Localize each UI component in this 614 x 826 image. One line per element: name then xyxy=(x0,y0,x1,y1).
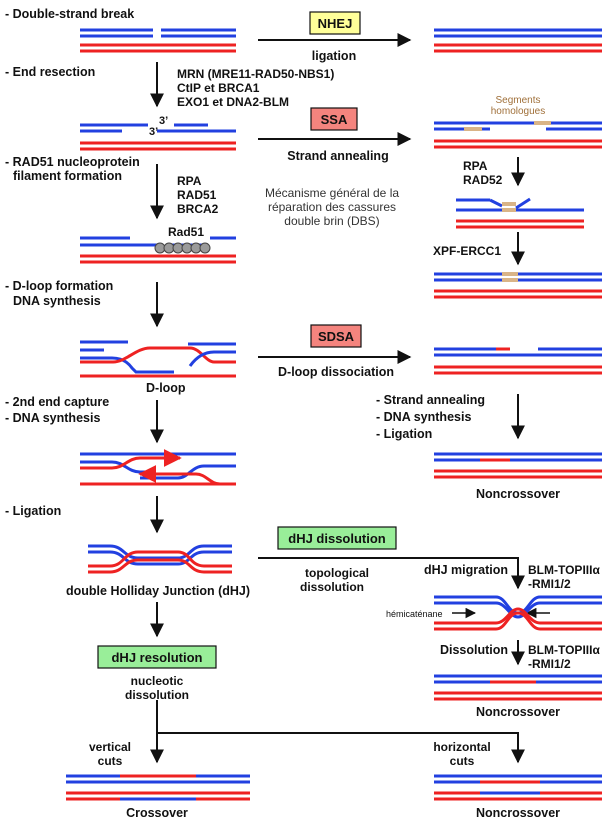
factor-blm2-b: -RMI1/2 xyxy=(528,657,571,671)
factor-blm1-b: -RMI1/2 xyxy=(528,577,571,591)
arrow-label-dloop-dissociation: D-loop dissociation xyxy=(278,365,394,379)
svg-text:SSA: SSA xyxy=(321,112,348,127)
dna-noncrossover-horizontal xyxy=(434,774,602,801)
label-noncrossover-horizontal: Noncrossover xyxy=(476,806,560,820)
step-rad51-line2: filament formation xyxy=(13,169,122,183)
label-noncrossover-dissolution: Noncrossover xyxy=(476,705,560,719)
step-dsb: - Double-strand break xyxy=(5,7,134,21)
step-resection: - End resection xyxy=(5,65,95,79)
svg-text:dHJ resolution: dHJ resolution xyxy=(111,650,202,665)
box-dhj-resolution: dHJ resolution xyxy=(97,645,217,669)
factor-rad52: RAD52 xyxy=(463,173,503,187)
label-crossover: Crossover xyxy=(126,806,188,820)
label-hemicatenane: hémicaténane xyxy=(386,609,443,619)
factor-exo: EXO1 et DNA2-BLM xyxy=(177,95,289,109)
label-topological-dissolution: dissolution xyxy=(300,580,364,594)
factor-ctip: CtIP et BRCA1 xyxy=(177,81,260,95)
label-segments: Segments xyxy=(495,95,540,106)
label-noncrossover-sdsa: Noncrossover xyxy=(476,487,560,501)
svg-text:NHEJ: NHEJ xyxy=(318,16,353,31)
dna-sdsa-dissociated xyxy=(434,347,602,375)
label-vertical-cuts: cuts xyxy=(98,754,123,768)
box-nhej: NHEJ xyxy=(309,11,361,35)
label-horizontal: horizontal xyxy=(433,740,490,754)
sdsa-step-3: - Ligation xyxy=(376,427,432,441)
dna-dhj xyxy=(88,544,232,574)
factor-mrn: MRN (MRE11-RAD50-NBS1) xyxy=(177,67,334,81)
svg-text:dHJ dissolution: dHJ dissolution xyxy=(288,531,386,546)
box-ssa: SSA xyxy=(310,107,358,131)
dna-ssa-result xyxy=(434,272,602,299)
dna-resection xyxy=(80,123,236,151)
label-nucleotic: nucleotic xyxy=(131,674,184,688)
box-sdsa: SDSA xyxy=(310,324,362,348)
label-dloop: D-loop xyxy=(146,381,186,395)
sdsa-step-2: - DNA synthesis xyxy=(376,410,471,424)
dna-crossover-result xyxy=(66,774,250,801)
dna-dissolution-result xyxy=(434,674,602,701)
dna-dloop xyxy=(80,340,236,378)
step-dloop-line2: DNA synthesis xyxy=(13,294,101,308)
factor-rpa-ssa: RPA xyxy=(463,159,488,173)
svg-text:réparation des cassures: réparation des cassures xyxy=(268,200,396,214)
label-dhj: double Holliday Junction (dHJ) xyxy=(66,584,250,598)
factor-blm2-a: BLM-TOPIIIα xyxy=(528,643,600,657)
sdsa-step-1: - Strand annealing xyxy=(376,393,485,407)
step-dloop-line1: - D-loop formation xyxy=(5,279,113,293)
label-3prime-top: 3’ xyxy=(159,115,168,127)
dna-2nd-end-capture xyxy=(80,449,236,486)
arrow-label-ligation: ligation xyxy=(312,49,356,63)
flow-arrows xyxy=(150,33,550,764)
step-rad51-line1: - RAD51 nucleoprotein xyxy=(5,155,140,169)
center-note: Mécanisme général de la réparation des c… xyxy=(265,186,399,228)
dna-rad51-filament xyxy=(80,236,236,264)
svg-text:double brin (DBS): double brin (DBS) xyxy=(284,214,379,228)
dna-nhej-result xyxy=(434,28,602,53)
label-horizontal-cuts: cuts xyxy=(450,754,475,768)
dna-ssa-annealed xyxy=(456,197,584,229)
label-homologues: homologues xyxy=(491,106,545,117)
label-rad51-filament: Rad51 xyxy=(168,225,204,239)
factor-brca2: BRCA2 xyxy=(177,202,219,216)
dna-dsb xyxy=(80,28,236,53)
label-3prime-bottom: 3’ xyxy=(149,126,158,138)
factor-blm1-a: BLM-TOPIIIα xyxy=(528,563,600,577)
factor-rad51: RAD51 xyxy=(177,188,217,202)
arrow-label-strand-annealing: Strand annealing xyxy=(287,149,388,163)
svg-text:SDSA: SDSA xyxy=(318,329,355,344)
label-nucleotic-dissolution: dissolution xyxy=(125,688,189,702)
factor-xpf-ercc1: XPF-ERCC1 xyxy=(433,244,501,258)
step-ligation: - Ligation xyxy=(5,504,61,518)
dna-sdsa-result xyxy=(434,452,602,479)
step-dna-synthesis: - DNA synthesis xyxy=(5,411,100,425)
box-dhj-dissolution: dHJ dissolution xyxy=(277,526,397,550)
step-2nd-end: - 2nd end capture xyxy=(5,395,109,409)
label-dissolution: Dissolution xyxy=(440,643,508,657)
label-topological: topological xyxy=(305,566,369,580)
label-dhj-migration: dHJ migration xyxy=(424,563,508,577)
dna-hemicatenane xyxy=(434,595,602,631)
label-vertical: vertical xyxy=(89,740,131,754)
factor-rpa: RPA xyxy=(177,174,202,188)
dna-ssa-resected xyxy=(434,121,602,149)
svg-text:Mécanisme général de la: Mécanisme général de la xyxy=(265,186,399,200)
rad51-beads xyxy=(154,242,211,254)
